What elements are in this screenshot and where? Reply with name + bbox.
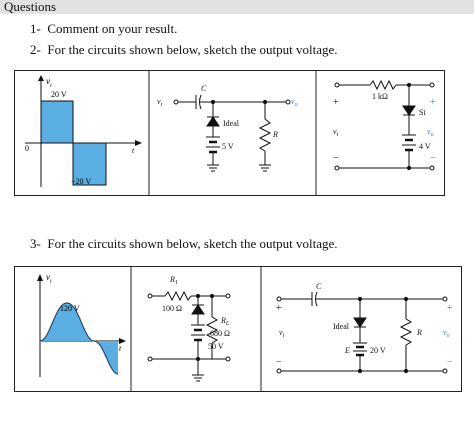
header-bar: Questions xyxy=(0,0,474,14)
input-ground-terminal xyxy=(147,356,153,362)
output-terminal xyxy=(225,293,231,299)
capacitor-plate-curved xyxy=(315,291,318,307)
output-label: vo xyxy=(291,97,298,108)
square-wave-graph: vi 20 V 0 t −20 V xyxy=(25,75,142,187)
resistor-label: R xyxy=(272,130,278,139)
clamper-circuit xyxy=(173,94,291,172)
output-minus: − xyxy=(447,357,453,368)
junction xyxy=(406,165,412,171)
input-terminal xyxy=(276,296,282,302)
loaded-diode-circuit xyxy=(147,290,231,382)
question-number: 3- xyxy=(30,236,41,251)
biased-clamper-circuit xyxy=(276,291,448,374)
battery-label: 50 V xyxy=(208,342,224,351)
battery-label: 5 V xyxy=(222,142,234,151)
amplitude-label: 120 V xyxy=(60,304,80,313)
sine-wave-graph: vi 120 V t xyxy=(37,272,126,377)
capacitor-plate-curved xyxy=(199,94,202,110)
positive-level-label: 20 V xyxy=(51,90,67,99)
figure-row-1-svg: vi 20 V 0 t −20 V xyxy=(25,71,436,195)
x-axis-arrow xyxy=(119,338,126,344)
output-label: vo xyxy=(427,127,434,138)
question-1: 1- Comment on your result. xyxy=(30,21,177,37)
capacitor-label: C xyxy=(316,282,322,291)
positive-pulse xyxy=(40,100,74,144)
header-title: Questions xyxy=(4,0,56,14)
y-axis-label: vi xyxy=(46,76,52,89)
output-plus: + xyxy=(430,97,436,108)
figure-row-2-svg: vi 120 V t xyxy=(37,267,453,391)
diode-symbol xyxy=(353,317,367,328)
resistor-label: R xyxy=(416,328,422,337)
diode-label: Ideal xyxy=(223,119,240,128)
output-ground-terminal xyxy=(225,356,231,362)
source-label: E xyxy=(344,346,350,355)
figure-row-2: vi 120 V t xyxy=(14,266,462,392)
question-3: 3- For the circuits shown below, sketch … xyxy=(30,236,338,252)
diode-symbol xyxy=(402,105,416,116)
load-resistor-symbol xyxy=(205,316,219,344)
question-2: 2- For the circuits shown below, sketch … xyxy=(30,42,338,58)
resistor-symbol xyxy=(399,318,413,346)
battery-label: 4 V xyxy=(419,142,431,151)
question-text: For the circuits shown below, sketch the… xyxy=(47,42,338,57)
load-resistor-label: RL xyxy=(220,316,230,327)
output-plus: + xyxy=(447,303,453,314)
input-terminal xyxy=(334,82,340,88)
negative-half-cycle xyxy=(94,341,118,374)
input-minus: − xyxy=(333,153,339,164)
question-text: Comment on your result. xyxy=(47,21,178,36)
input-label: vi xyxy=(333,127,339,138)
input-ground-terminal xyxy=(334,165,340,171)
resistor-label: 1 kΩ xyxy=(372,92,388,101)
output-minus: − xyxy=(430,153,436,164)
diode-label: Ideal xyxy=(333,322,350,331)
output-terminal xyxy=(442,296,448,302)
input-plus: + xyxy=(276,303,282,314)
positive-half-cycle xyxy=(40,303,94,341)
r1-value: 100 Ω xyxy=(162,304,182,313)
x-axis-arrow xyxy=(135,140,142,146)
capacitor-label: C xyxy=(201,84,207,93)
input-label: vi xyxy=(279,328,285,339)
time-label: t xyxy=(119,344,122,353)
y-axis-arrow xyxy=(38,75,44,81)
input-terminal xyxy=(147,293,153,299)
output-terminal xyxy=(429,82,435,88)
diode-symbol xyxy=(206,116,220,127)
y-axis-label: vi xyxy=(46,272,52,285)
output-label: vo xyxy=(443,328,450,339)
input-minus: − xyxy=(276,357,282,368)
output-ground-terminal xyxy=(442,368,448,374)
input-ground-terminal xyxy=(276,368,282,374)
zero-label: 0 xyxy=(25,144,29,153)
negative-pulse xyxy=(72,142,107,186)
sine-curve xyxy=(39,302,119,375)
junction xyxy=(403,368,409,374)
y-axis-arrow xyxy=(37,274,43,281)
question-text: For the circuits shown below, sketch the… xyxy=(47,236,338,251)
diode-label: Si xyxy=(419,108,426,117)
negative-level-label: −20 V xyxy=(71,177,91,186)
diode-symbol xyxy=(191,304,205,315)
input-plus: + xyxy=(333,97,339,108)
output-ground-terminal xyxy=(429,165,435,171)
time-label: t xyxy=(132,146,135,155)
question-number: 1- xyxy=(30,21,41,36)
input-label: vi xyxy=(157,97,163,108)
junction xyxy=(357,368,363,374)
load-resistor-value: 680 Ω xyxy=(210,329,230,338)
resistor-symbol xyxy=(258,118,272,152)
resistor-symbol xyxy=(369,79,397,91)
question-number: 2- xyxy=(30,42,41,57)
r1-label: R1 xyxy=(169,275,178,286)
battery-label: 20 V xyxy=(370,346,386,355)
silicon-diode-circuit xyxy=(334,79,435,171)
output-terminal xyxy=(285,99,291,105)
junction xyxy=(195,356,201,362)
input-terminal xyxy=(173,99,179,105)
figure-row-1: vi 20 V 0 t −20 V xyxy=(14,70,445,196)
resistor-symbol xyxy=(164,290,192,302)
